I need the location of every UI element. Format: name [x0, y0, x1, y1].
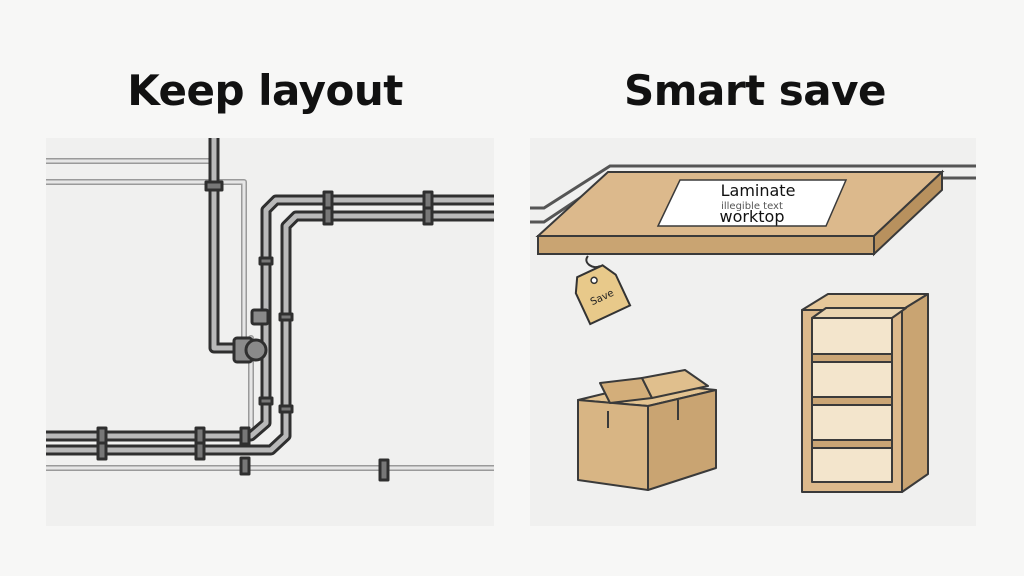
pipe-clamps: [96, 180, 434, 482]
price-tag-icon: Save: [574, 255, 632, 326]
sign-line-3: worktop: [720, 207, 785, 226]
smart-save-heading: Smart save: [624, 66, 886, 115]
sign-line-1: Laminate: [721, 181, 796, 200]
laminate-sign: Laminate illegible text worktop: [656, 179, 848, 227]
smart-save-panel: Laminate illegible text worktop Save: [530, 138, 976, 526]
pipe-layout-panel: [46, 138, 494, 526]
pipe-network-icon: [46, 138, 494, 482]
wooden-cabinet-icon: [801, 293, 929, 493]
valve-icon: [232, 308, 270, 364]
sign-line-2: illegible text: [721, 201, 783, 212]
cardboard-box-icon: [577, 369, 717, 491]
keep-layout-heading: Keep layout: [127, 66, 403, 115]
